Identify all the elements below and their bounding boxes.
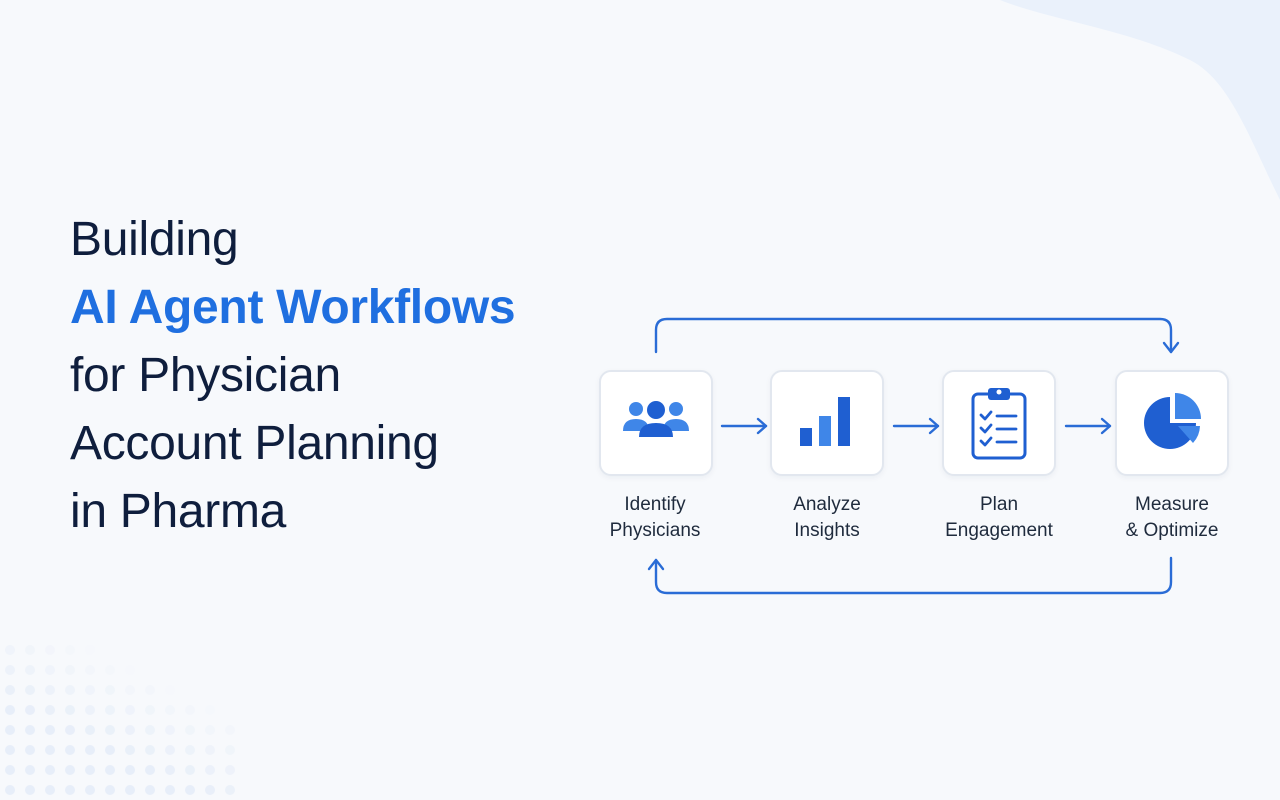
- step-label-measure-optimize: Measure & Optimize: [1125, 494, 1219, 541]
- step-label-plan-engagement: Plan Engagement: [945, 494, 1053, 541]
- arrow-step-1-to-2-head: [756, 417, 768, 435]
- title-line-4: Account Planning: [70, 417, 439, 470]
- page-title: Building AI Agent Workflows for Physicia…: [70, 206, 516, 546]
- title-line-1: Building: [70, 213, 239, 266]
- clipboard-checklist-icon: [971, 388, 1027, 460]
- bottom-loop-arrowhead: [647, 558, 665, 571]
- people-icon: [623, 401, 689, 437]
- title-line-highlight: AI Agent Workflows: [70, 281, 516, 334]
- title-line-5: in Pharma: [70, 485, 287, 538]
- title-line-3: for Physician: [70, 349, 341, 402]
- step-label-analyze-insights: Analyze Insights: [793, 494, 861, 541]
- step-label-identify-physicians: Identify Physicians: [609, 494, 701, 541]
- arrow-step-2-to-3-head: [928, 417, 940, 435]
- top-loop-arrow: [654, 317, 1173, 354]
- step-plan-engagement: [942, 370, 1056, 476]
- bottom-loop-arrow: [654, 556, 1173, 595]
- bar-chart-icon: [800, 397, 850, 446]
- step-identify-physicians: [599, 370, 713, 476]
- pie-chart-icon: [1144, 393, 1201, 449]
- step-measure-optimize: [1115, 370, 1229, 476]
- top-loop-arrowhead: [1162, 341, 1180, 354]
- step-analyze-insights: [770, 370, 884, 476]
- arrow-step-3-to-4-head: [1100, 417, 1112, 435]
- background-blob-shape: [1000, 0, 1280, 200]
- dot-pattern-decoration: [5, 645, 235, 795]
